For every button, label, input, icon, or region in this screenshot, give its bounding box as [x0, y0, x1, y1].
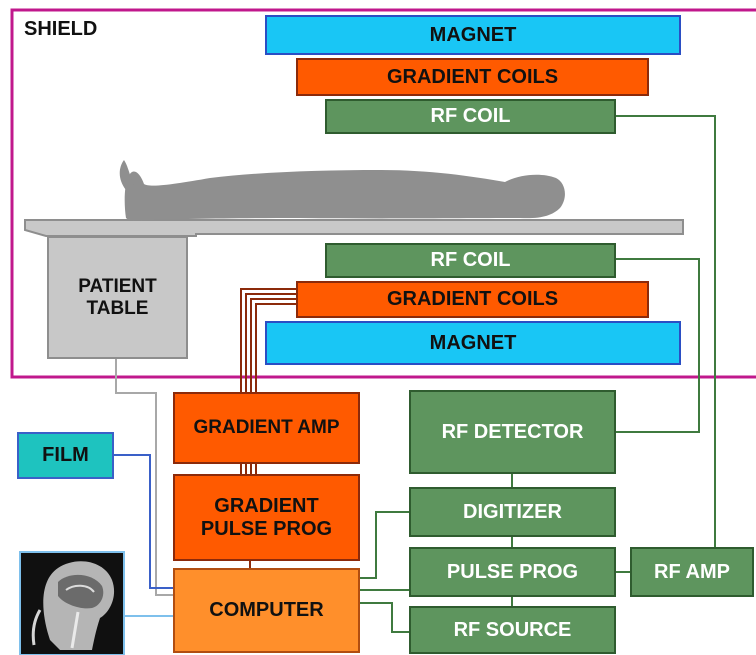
top-gradient-coils-label: GRADIENT COILS: [386, 65, 559, 88]
bottom-magnet-label: MAGNET: [429, 331, 517, 354]
rf-source: RF SOURCE: [409, 606, 616, 654]
bottom-rf-coil-label: RF COIL: [430, 249, 511, 271]
rf-detector-label: RF DETECTOR: [441, 420, 584, 443]
scan-image: [19, 551, 125, 655]
top-gradient-coils: GRADIENT COILS: [296, 58, 649, 96]
patient-table-top: [24, 219, 684, 237]
pulse-prog: PULSE PROG: [409, 547, 616, 597]
amp-pulse-wires: [240, 463, 257, 475]
top-rf-coil: RF COIL: [325, 99, 616, 134]
table-computer-wire: [115, 358, 175, 596]
film: FILM: [17, 432, 114, 479]
rf-detector: RF DETECTOR: [409, 390, 616, 474]
bottom-rf-coil: RF COIL: [325, 243, 616, 278]
rf-amp: RF AMP: [630, 547, 754, 597]
digitizer-label: DIGITIZER: [463, 500, 562, 523]
rf-source-label: RF SOURCE: [453, 618, 572, 641]
bottom-gradient-coils: GRADIENT COILS: [296, 281, 649, 318]
shield-label: SHIELD: [24, 18, 98, 40]
patient-icon: [119, 160, 565, 221]
bottom-gradient-coils-label: GRADIENT COILS: [386, 288, 559, 310]
gradient-pulse-prog-label: GRADIENT PULSE PROG: [200, 494, 333, 540]
film-computer-wire: [113, 454, 175, 589]
gradient-wires: [240, 288, 297, 393]
pulse-prog-label: PULSE PROG: [446, 560, 579, 583]
patient-table: PATIENT TABLE: [47, 236, 188, 359]
gradient-amp-label: GRADIENT AMP: [193, 417, 340, 439]
rf-amp-label: RF AMP: [654, 560, 730, 583]
patient-table-label: PATIENT TABLE: [78, 275, 157, 319]
film-label: FILM: [42, 444, 89, 466]
top-magnet-label: MAGNET: [429, 23, 517, 46]
bottom-magnet: MAGNET: [265, 321, 681, 365]
digitizer: DIGITIZER: [409, 487, 616, 537]
top-magnet: MAGNET: [265, 15, 681, 55]
computer: COMPUTER: [173, 568, 360, 653]
rf-wires: [360, 115, 716, 633]
gradient-pulse-prog: GRADIENT PULSE PROG: [173, 474, 360, 561]
computer-label: COMPUTER: [209, 599, 324, 621]
top-rf-coil-label: RF COIL: [430, 105, 511, 127]
gradient-amp: GRADIENT AMP: [173, 392, 360, 464]
shield-boundary: [10, 8, 756, 379]
